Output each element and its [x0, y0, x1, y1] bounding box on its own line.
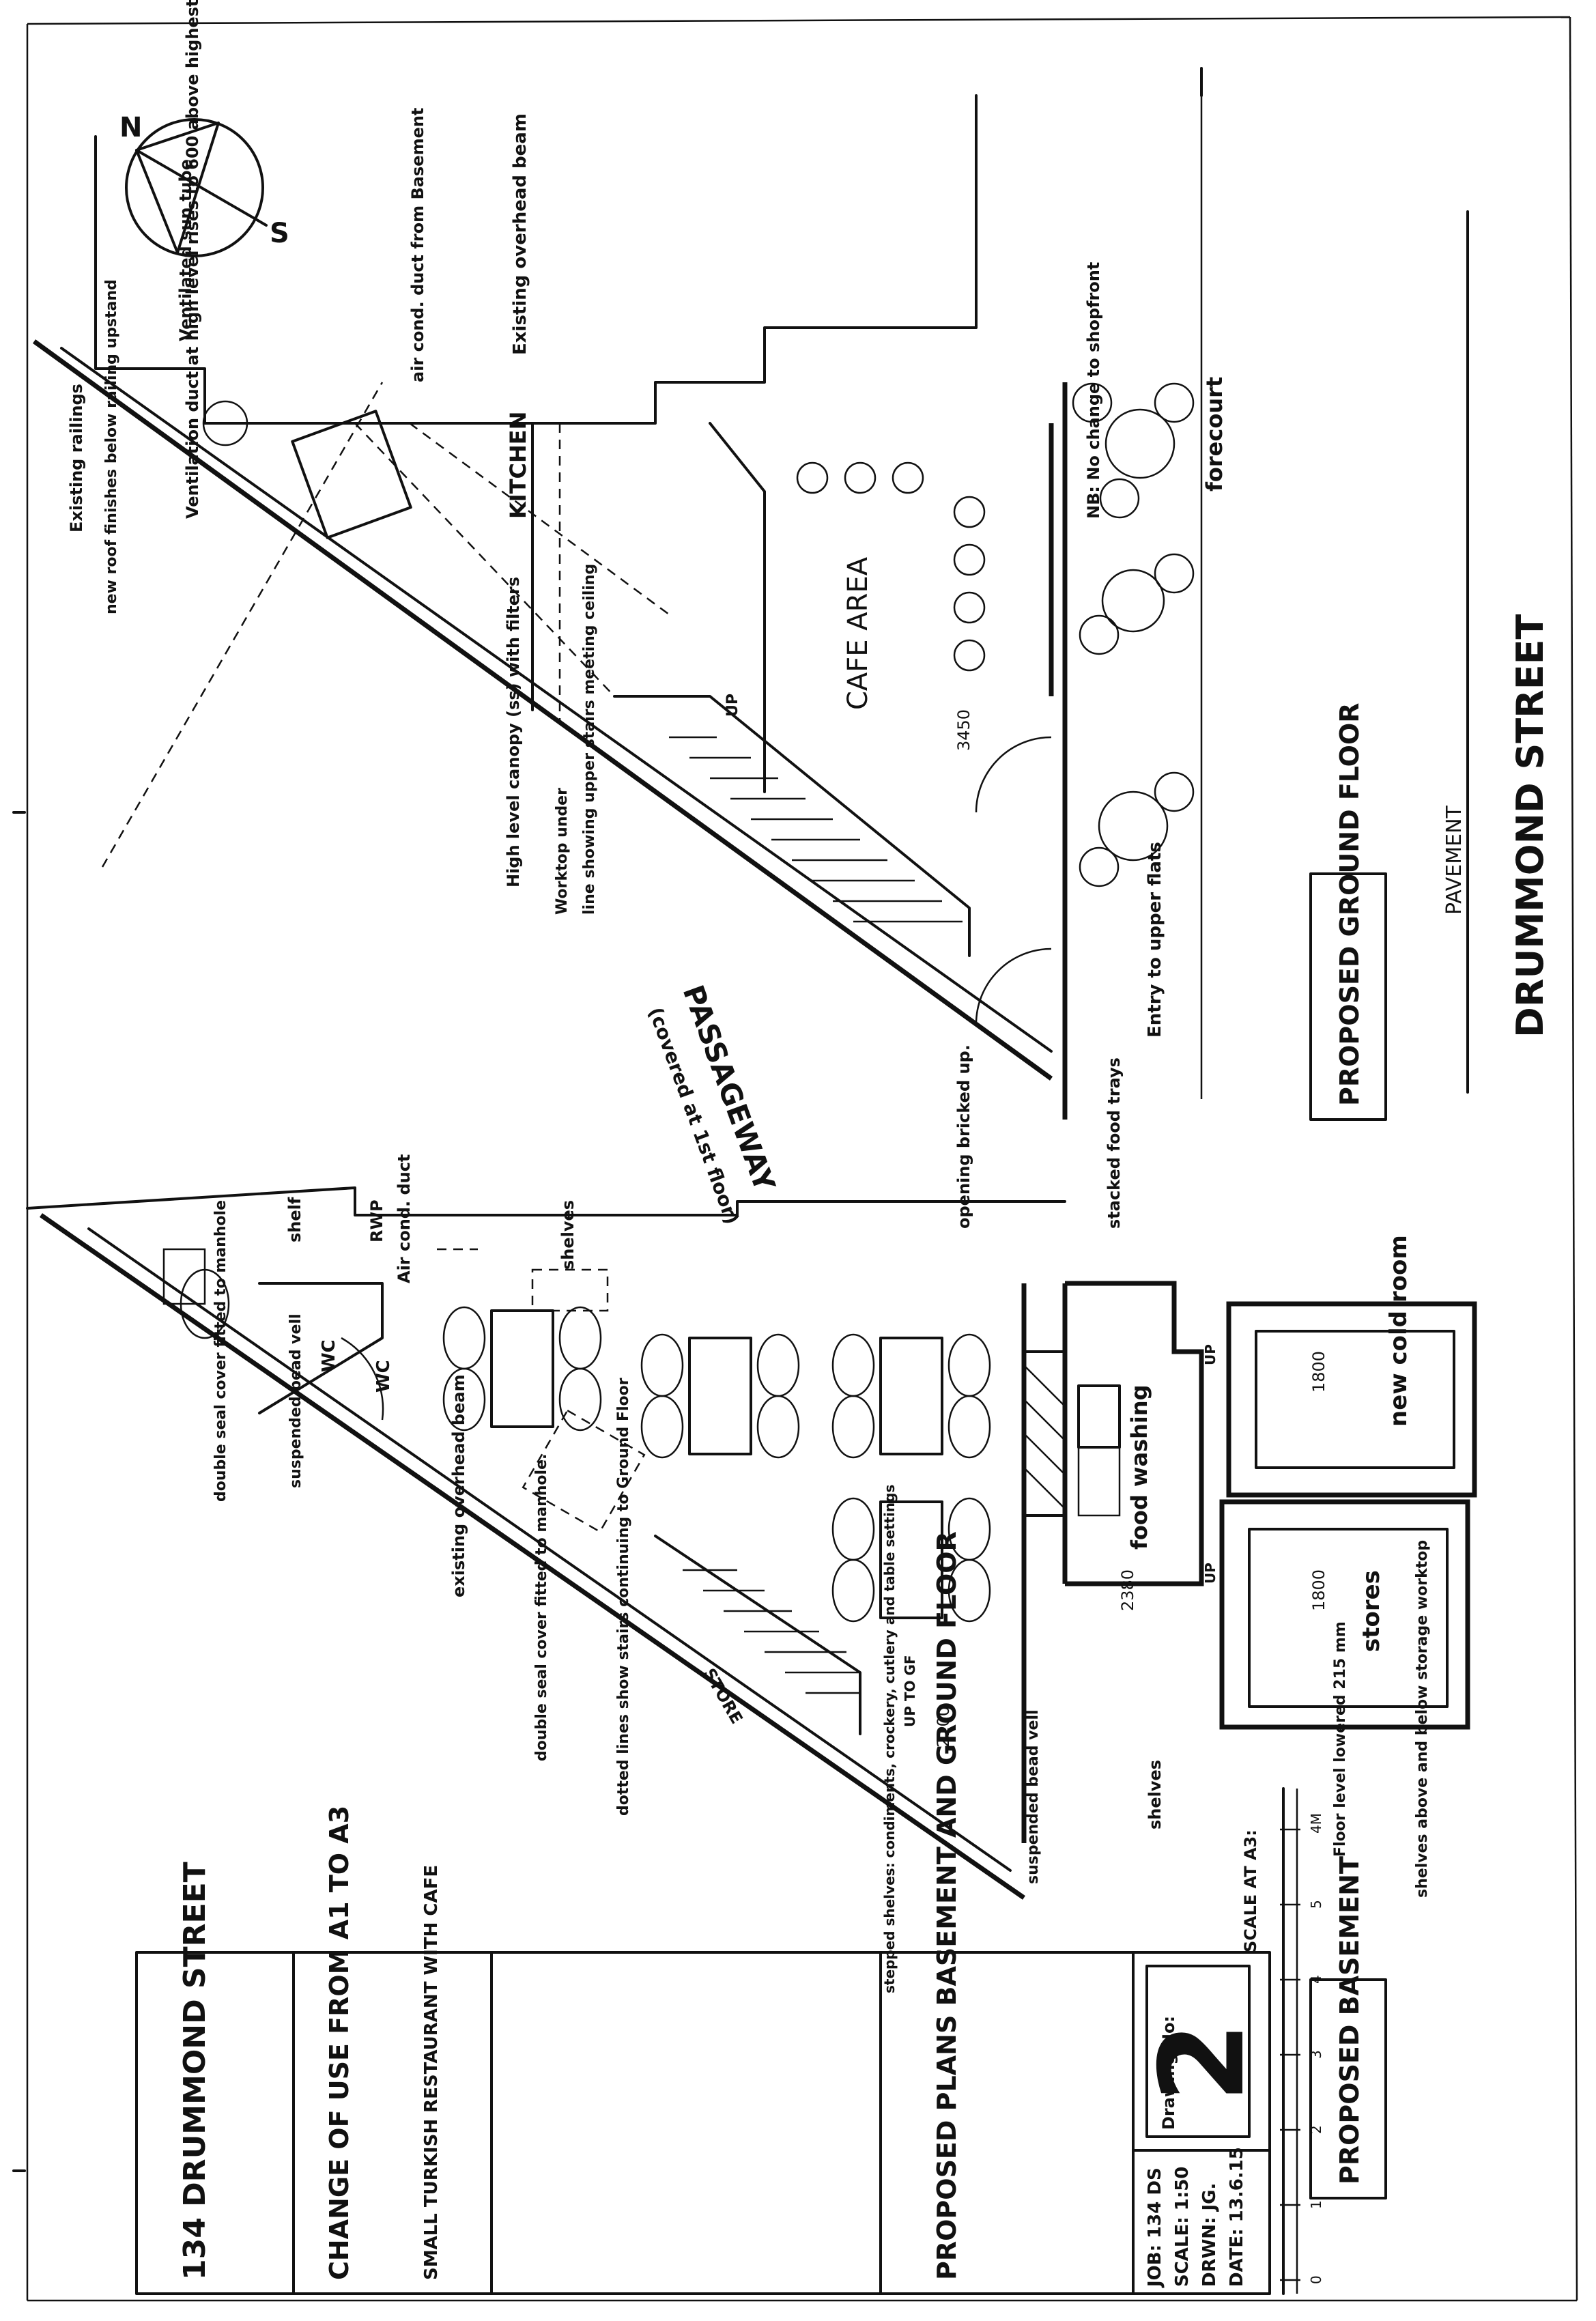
scale-ticks: 0 1 2 3 4 5 4M [1280, 1813, 1324, 2284]
note-existing-beam: existing overhead beam [449, 1374, 468, 1597]
street-name: DRUMMOND STREET [1509, 614, 1552, 1038]
note-double-seal-1: double seal cover fitted to manhole [212, 1200, 229, 1502]
drawing-date: DATE: 13.6.15 [1227, 2147, 1247, 2287]
scale-tick-label: 4M [1308, 1813, 1324, 1834]
ground-floor-heading: PROPOSED GROUND FLOOR [1335, 702, 1365, 1106]
note-stepped-shelves: stepped shelves: condiments, crockery, c… [881, 1485, 898, 1993]
job-number: JOB: 134 DS [1145, 2167, 1165, 2288]
note-opening: opening bricked up. [954, 1044, 973, 1229]
kitchen-label: KITCHEN [505, 412, 531, 519]
drawing-number: 2 [1135, 2022, 1270, 2103]
note-shelf: shelf [285, 1197, 304, 1242]
gf-level: 3450 [954, 709, 973, 751]
note-railings: Existing railings [67, 384, 86, 532]
basement-heading: PROPOSED BASEMENT [1335, 1856, 1365, 2184]
drawing-title: PROPOSED PLANS BASEMENT AND GROUND FLOOR [932, 1531, 962, 2280]
scale-tick-label: 2 [1308, 2125, 1324, 2134]
note-line-showing: line showing upper stairs meeting ceilin… [581, 564, 598, 915]
address-title: 134 DRUMMOND STREET [177, 1862, 212, 2280]
store-label: STORE [700, 1665, 747, 1727]
ground-floor-stairs [613, 695, 971, 957]
drawing-no-label: Drawing No: [1159, 2016, 1178, 2130]
food-washing-label: food washing [1126, 1384, 1152, 1550]
scale-ratio: SCALE: 1:50 [1172, 2167, 1193, 2287]
scale-tick-label: 1 [1308, 2200, 1324, 2209]
basement-heading-box: PROPOSED BASEMENT [1309, 1856, 1387, 2199]
gf-up-arrow: UP [724, 694, 741, 717]
up-stores: UP [1202, 1563, 1219, 1584]
compass-north: N [119, 112, 142, 143]
level-2100: 2100 [934, 1706, 953, 1748]
note-shelves-2: shelves [1145, 1760, 1165, 1829]
note-air-cond: air cond. duct from Basement [408, 108, 427, 382]
note-overhead-beam: Existing overhead beam [510, 113, 530, 355]
wc-label-2: WC [373, 1360, 394, 1393]
note-stacked: stacked food trays [1105, 1057, 1124, 1229]
note-ventilation-duct: Ventilation duct at high level rises to … [183, 0, 202, 519]
note-suspended-1: suspended bead vell [287, 1313, 304, 1488]
basement-stairs [654, 1535, 861, 1735]
forecourt-label: forecourt [1201, 377, 1227, 492]
scale-tick-label: 4 [1308, 1975, 1324, 1984]
cafe-area-label: CAFE AREA [842, 556, 874, 710]
north-arrow-compass: N S [119, 112, 289, 257]
note-canopy: High level canopy (ss) with filters [504, 577, 523, 887]
note-rwp: RWP [367, 1199, 386, 1242]
note-double-seal-2: double seal cover fitted to manhole. [533, 1454, 550, 1761]
stores-label: stores [1358, 1570, 1385, 1652]
title-block: 134 DRUMMOND STREET CHANGE OF USE FROM A… [135, 1531, 1271, 2295]
use-description: SMALL TURKISH RESTAURANT WITH CAFE [421, 1865, 442, 2280]
up-cold: UP [1202, 1344, 1219, 1365]
compass-south: S [270, 218, 289, 249]
ground-floor-plan [32, 67, 1469, 1120]
basement-labels: new cold room stores food washing WC WC … [212, 1044, 1431, 1993]
basement-plan [26, 1186, 1477, 1900]
sheet-border [26, 16, 1578, 2302]
note-new-roof: new roof finishes below railing upstand [103, 279, 120, 614]
pavement-label: PAVEMENT [1442, 805, 1466, 915]
entry-note: Entry to upper flats [1145, 842, 1165, 1038]
note-floor-level: Floor level lowered 215 mm [1332, 1621, 1349, 1857]
ground-floor-heading-box: PROPOSED GROUND FLOOR [1309, 702, 1387, 1121]
ground-floor-labels: DRUMMOND STREET PAVEMENT CAFE AREA KITCH… [67, 0, 1552, 1227]
scale-tick-label: 5 [1308, 1900, 1324, 1909]
cafe-stools [796, 461, 986, 672]
basement-tables [442, 1306, 991, 1623]
forecourt-tables [1072, 382, 1195, 887]
level-1800-stores: 1800 [1309, 1569, 1328, 1611]
cold-room-label: new cold room [1385, 1235, 1412, 1427]
level-1800-cold: 1800 [1309, 1351, 1328, 1393]
change-of-use: CHANGE OF USE FROM A1 TO A3 [324, 1806, 354, 2280]
scale-tick-label: 0 [1308, 2275, 1324, 2284]
scale-bar: SCALE AT A3: 0 1 2 3 4 5 4M [1241, 1787, 1324, 2295]
level-2380: 2380 [1118, 1569, 1137, 1611]
note-shelves: shelves [558, 1200, 578, 1270]
up-to-gf: UP TO GF [902, 1655, 918, 1727]
note-worktop: Worktop under [554, 788, 571, 915]
note-air-cond-b: Air cond. duct [395, 1154, 414, 1283]
note-sun-tube: Ventilated sun tube [176, 159, 195, 341]
note-shelves-above: shelves above and below storage worktop [1414, 1540, 1431, 1898]
wc-label-1: WC [319, 1339, 339, 1372]
scale-bar-label: SCALE AT A3: [1241, 1829, 1260, 1952]
note-suspended-2: suspended bead vell [1025, 1709, 1042, 1884]
shopfront-note: NB: No change to shopfront [1084, 262, 1103, 519]
note-dotted: dotted lines show stairs continuing to G… [615, 1378, 632, 1816]
scale-tick-label: 3 [1308, 2050, 1324, 2059]
drawn-by: DRWN: JG. [1199, 2183, 1220, 2287]
